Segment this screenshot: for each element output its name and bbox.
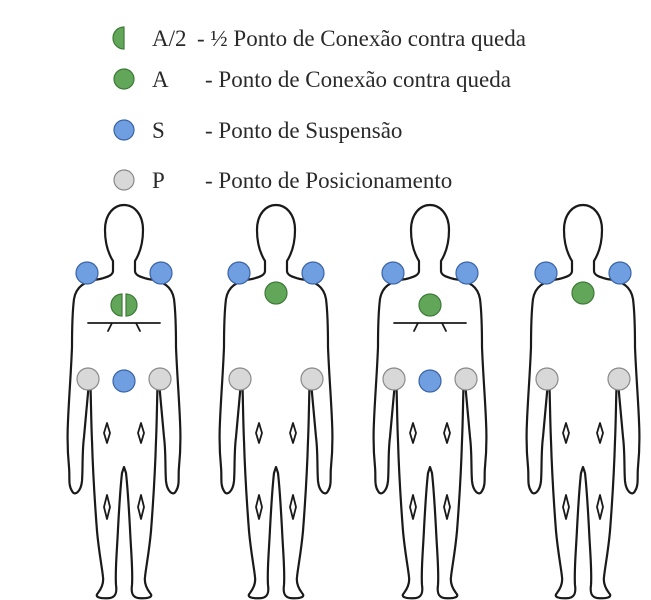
shin-mark	[289, 494, 297, 520]
knee-mark	[409, 422, 417, 444]
legend-symbol-s: S	[152, 118, 165, 143]
shin-mark	[409, 494, 417, 520]
half-connection-marker-icon	[112, 26, 125, 50]
legend-label-a: - Ponto de Conexão contra queda	[205, 67, 511, 92]
shoulder-suspension-point-right	[149, 261, 173, 285]
legend-row-connection: A - Ponto de Conexão contra queda	[113, 67, 511, 92]
waist-suspension-point	[112, 369, 136, 393]
legend-symbol-p: P	[152, 168, 165, 193]
connection-point-marker-icon	[113, 68, 135, 90]
shin-mark	[103, 494, 111, 520]
knee-mark	[255, 422, 263, 444]
suspension-point-marker-icon	[113, 119, 135, 141]
chest-connection-point	[264, 281, 288, 305]
knee-mark	[596, 422, 604, 444]
legend-symbol-a2: A/2	[152, 26, 187, 51]
shoulder-suspension-point-left	[534, 261, 558, 285]
body-figure-2	[218, 203, 334, 600]
hip-positioning-point-right	[300, 367, 324, 391]
hip-positioning-point-right	[148, 367, 172, 391]
knee-mark	[289, 422, 297, 444]
leg-contour-details	[103, 422, 145, 520]
legend-label-a2: - ½ Ponto de Conexão contra queda	[197, 26, 526, 51]
hip-positioning-point-left	[228, 367, 252, 391]
leg-contour-details	[562, 422, 604, 520]
shoulder-suspension-point-left	[75, 261, 99, 285]
shin-mark	[443, 494, 451, 520]
body-figure-3	[372, 203, 488, 600]
hip-positioning-point-right	[607, 367, 631, 391]
half-connection-point-left	[110, 293, 123, 317]
legend-row-half-connection: A/2 - ½ Ponto de Conexão contra queda	[112, 26, 526, 51]
chest-strap-line	[87, 322, 161, 332]
chest-connection-point	[571, 281, 595, 305]
knee-mark	[562, 422, 570, 444]
hip-positioning-point-left	[382, 367, 406, 391]
leg-contour-details	[409, 422, 451, 520]
shoulder-suspension-point-left	[227, 261, 251, 285]
legend-row-suspension: S - Ponto de Suspensão	[113, 118, 402, 143]
hip-positioning-point-left	[535, 367, 559, 391]
shoulder-suspension-point-right	[608, 261, 632, 285]
waist-suspension-point	[418, 369, 442, 393]
legend-row-positioning: P - Ponto de Posicionamento	[113, 168, 452, 193]
hip-positioning-point-right	[454, 367, 478, 391]
shoulder-suspension-point-left	[381, 261, 405, 285]
chest-connection-point	[418, 293, 442, 317]
shin-mark	[562, 494, 570, 520]
shoulder-suspension-point-right	[301, 261, 325, 285]
legend-label-s: - Ponto de Suspensão	[205, 118, 402, 143]
legend: A/2 - ½ Ponto de Conexão contra queda A …	[112, 26, 526, 193]
legend-label-p: - Ponto de Posicionamento	[205, 168, 452, 193]
positioning-point-marker-icon	[113, 169, 135, 191]
chest-strap-line	[393, 322, 467, 332]
body-figures	[66, 203, 641, 600]
shin-mark	[255, 494, 263, 520]
leg-contour-details	[255, 422, 297, 520]
shoulder-suspension-point-right	[455, 261, 479, 285]
body-figure-1	[66, 203, 182, 600]
hip-positioning-point-left	[76, 367, 100, 391]
knee-mark	[137, 422, 145, 444]
shin-mark	[137, 494, 145, 520]
body-figure-4	[525, 203, 641, 600]
half-connection-point-right	[125, 293, 138, 317]
knee-mark	[443, 422, 451, 444]
knee-mark	[103, 422, 111, 444]
shin-mark	[596, 494, 604, 520]
legend-symbol-a: A	[152, 67, 169, 92]
